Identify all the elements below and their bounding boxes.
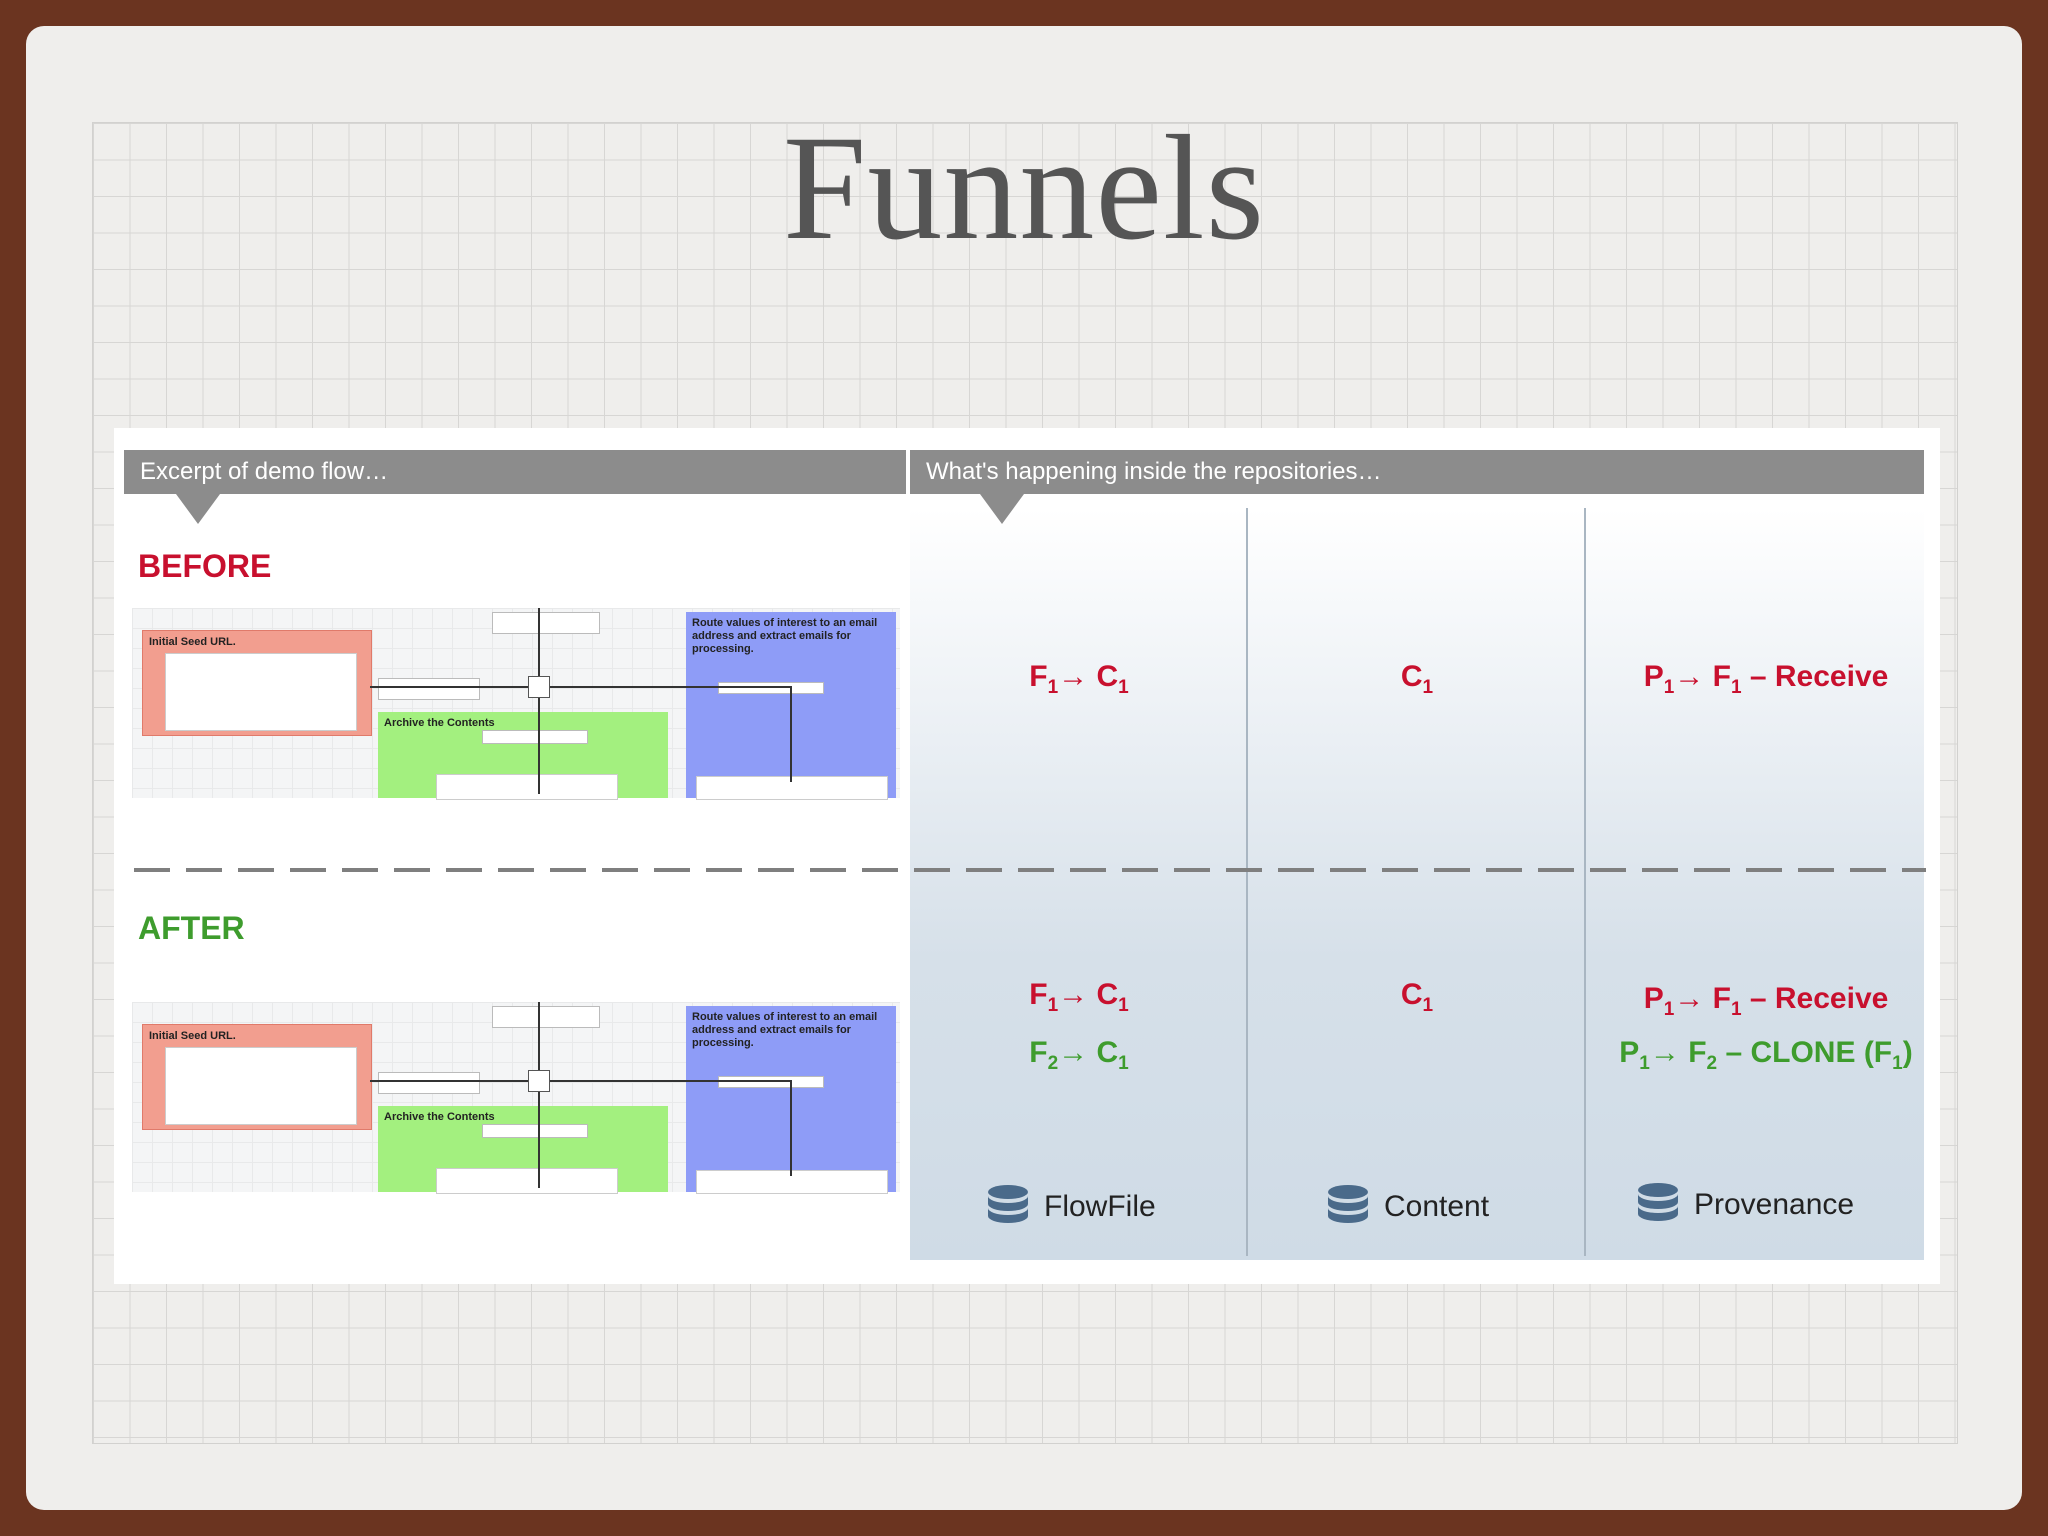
funnel-icon [528, 1070, 550, 1092]
after-provenance-entry-2: P1→ F2 – CLONE (F1) [1619, 1036, 1913, 1074]
process-group-archive: Archive the Contents [378, 1106, 668, 1194]
slide-title: Funnels [782, 105, 1266, 271]
repositories-panel [910, 508, 1924, 1260]
provenance-repository-label: Provenance [1636, 1182, 1854, 1228]
after-flowfile-entry-1: F1→ C1 [1029, 978, 1129, 1016]
after-provenance-entry-1: P1→ F1 – Receive [1643, 982, 1889, 1020]
slide-content: Excerpt of demo flow… What's happening i… [114, 428, 1940, 1284]
database-icon [1638, 1183, 1678, 1221]
before-label: BEFORE [138, 548, 272, 584]
column-divider [1246, 508, 1248, 1256]
flow-thumbnail-before: Initial Seed URL. Archive the Contents R… [132, 608, 900, 800]
flow-thumbnail-after: Initial Seed URL. Archive the Contents R… [132, 1002, 900, 1194]
database-icon [988, 1185, 1028, 1223]
header-pointer [980, 494, 1024, 524]
left-header: Excerpt of demo flow… [124, 450, 906, 494]
column-divider [1584, 508, 1586, 1256]
after-content-entry: C1 [1400, 978, 1434, 1016]
content-repository-label: Content [1326, 1184, 1489, 1230]
process-group-initial-seed: Initial Seed URL. [142, 630, 372, 736]
process-group-initial-seed: Initial Seed URL. [142, 1024, 372, 1130]
before-content-entry: C1 [1400, 660, 1434, 698]
database-icon [1328, 1185, 1368, 1223]
process-group-archive: Archive the Contents [378, 712, 668, 800]
after-flowfile-entry-2: F2→ C1 [1029, 1036, 1129, 1074]
before-flowfile-entry: F1→ C1 [1029, 660, 1129, 698]
right-header: What's happening inside the repositories… [910, 450, 1924, 494]
before-after-divider [134, 868, 1926, 872]
after-label: AFTER [138, 910, 245, 946]
funnel-icon [528, 676, 550, 698]
flowfile-repository-label: FlowFile [986, 1184, 1156, 1230]
before-provenance-entry: P1→ F1 – Receive [1643, 660, 1889, 698]
header-pointer [176, 494, 220, 524]
